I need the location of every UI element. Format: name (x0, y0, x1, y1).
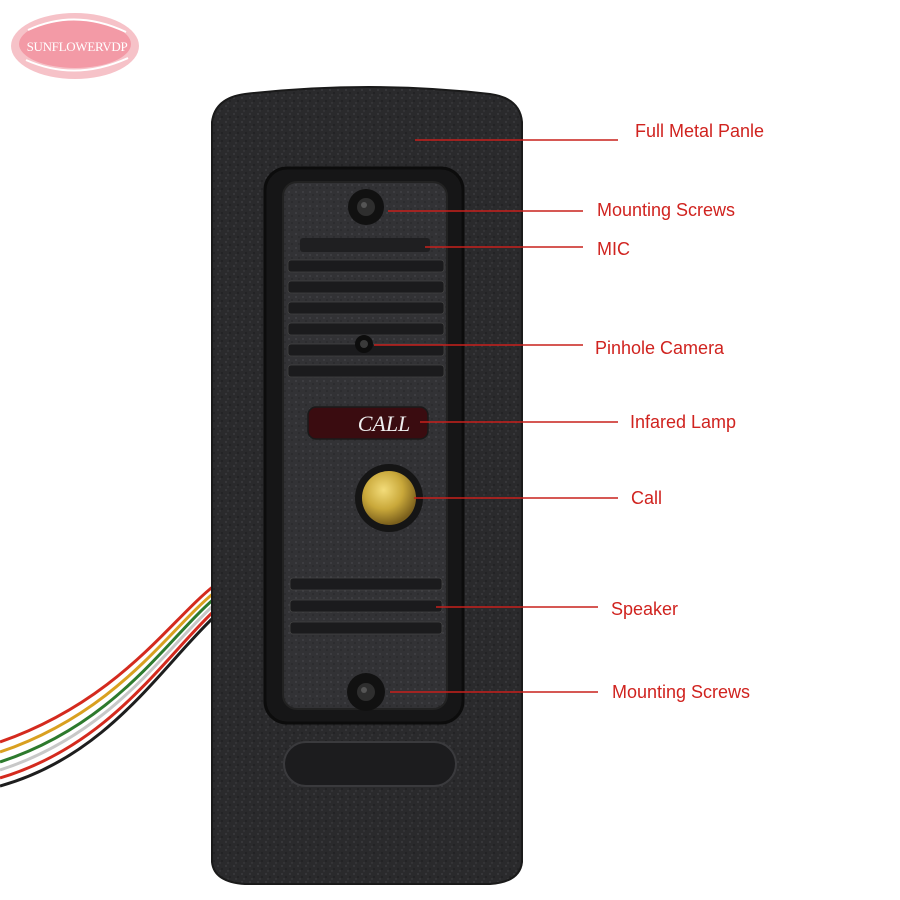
callout-call: Call (631, 488, 663, 508)
pinhole-camera-icon (355, 335, 373, 353)
bottom-slot (283, 741, 457, 787)
mic-slot (300, 238, 430, 252)
callout-speaker: Speaker (611, 599, 679, 619)
callout-mounting-screws-bottom: Mounting Screws (612, 682, 751, 702)
watermark-logo: SUNFLOWERVDP (8, 10, 143, 82)
watermark-ellipse-icon (11, 13, 139, 79)
call-button-icon (355, 464, 423, 532)
call-plate (307, 406, 429, 440)
wire-bundle (0, 583, 217, 788)
speaker-grille (289, 577, 443, 635)
watermark-text: SUNFLOWERVDP (26, 39, 128, 54)
callout-full-metal-panel: Full Metal Panle (635, 121, 765, 141)
callout-mounting-screws-top: Mounting Screws (597, 200, 736, 220)
callout-pinhole-camera: Pinhole Camera (595, 338, 725, 358)
grille (287, 259, 445, 378)
callout-mic: MIC (597, 239, 630, 259)
bottom-screw-icon (347, 673, 385, 711)
call-plate-text: CALL (358, 411, 411, 436)
leader-lines (374, 139, 618, 693)
callout-infrared-lamp: Infared Lamp (630, 412, 737, 432)
top-screw-icon (348, 189, 384, 225)
